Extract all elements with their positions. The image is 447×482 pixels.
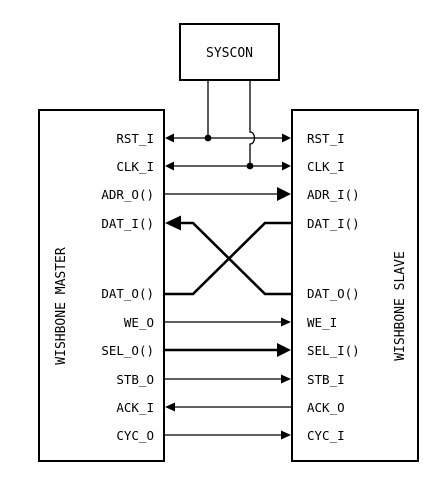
slave-signal-dat-i: DAT_I() bbox=[307, 216, 360, 231]
we-arrow bbox=[281, 317, 291, 327]
dat-i-master-arrow bbox=[165, 215, 181, 231]
cyc-arrow bbox=[281, 430, 291, 440]
rst-arrow-right bbox=[282, 133, 291, 143]
master-signal-sel: SEL_O() bbox=[101, 343, 154, 358]
master-title: WISHBONE MASTER bbox=[54, 247, 69, 365]
clk-arrow-right bbox=[282, 161, 291, 171]
rst-arrow-left bbox=[165, 133, 174, 143]
slave-signal-we: WE_I bbox=[307, 315, 337, 330]
master-signal-dat-i: DAT_I() bbox=[101, 216, 154, 231]
slave-signal-clk: CLK_I bbox=[307, 159, 345, 174]
master-signal-clk: CLK_I bbox=[116, 159, 154, 174]
syscon-label: SYSCON bbox=[206, 46, 253, 61]
slave-signal-stb: STB_I bbox=[307, 372, 345, 387]
slave-signal-cyc: CYC_I bbox=[307, 428, 345, 443]
slave-signal-sel: SEL_I() bbox=[307, 343, 360, 358]
master-signal-cyc: CYC_O bbox=[116, 428, 154, 443]
master-signal-we: WE_O bbox=[124, 315, 154, 330]
slave-signal-ack: ACK_O bbox=[307, 400, 345, 415]
master-signal-adr: ADR_O() bbox=[101, 187, 154, 202]
master-signal-rst: RST_I bbox=[116, 131, 154, 146]
master-box bbox=[38, 109, 165, 462]
slave-signal-dat-o: DAT_O() bbox=[307, 286, 360, 301]
adr-arrow bbox=[277, 187, 291, 201]
slave-signal-rst: RST_I bbox=[307, 131, 345, 146]
syscon-box bbox=[179, 23, 280, 81]
master-signal-dat-o: DAT_O() bbox=[101, 286, 154, 301]
slave-box bbox=[291, 109, 419, 462]
slave-title: WISHBONE SLAVE bbox=[393, 251, 408, 361]
stb-arrow bbox=[281, 374, 291, 384]
syscon-clk-feed bbox=[249, 80, 256, 166]
ack-arrow bbox=[165, 402, 175, 412]
master-signal-stb: STB_O bbox=[116, 372, 154, 387]
sel-arrow bbox=[277, 343, 291, 357]
dat-master-to-slave-bus bbox=[180, 221, 292, 296]
slave-signal-adr: ADR_I() bbox=[307, 187, 360, 202]
clk-arrow-left bbox=[165, 161, 174, 171]
master-signal-ack: ACK_I bbox=[116, 400, 154, 415]
